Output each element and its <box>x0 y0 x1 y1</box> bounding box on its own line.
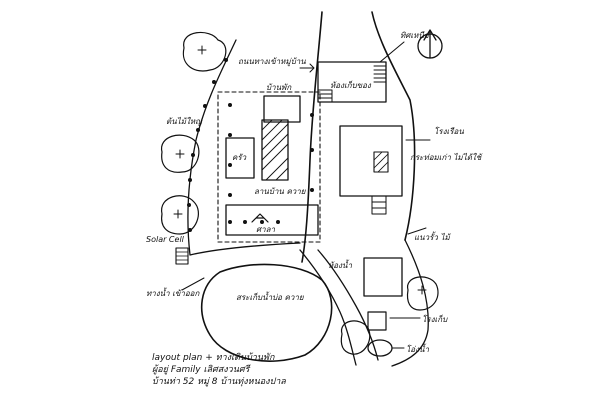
north-arrow-icon <box>417 29 443 59</box>
tree-mid-left-icon <box>161 134 200 173</box>
label-sala: ศาลา <box>256 225 275 234</box>
caption-line-3: บ้านท่า 52 หมู่ 8 บ้านทุ่งหนองปาล <box>152 376 286 387</box>
right-hatched-fill <box>373 151 389 173</box>
water-tank-icon <box>367 339 393 357</box>
tree-top-left-icon <box>182 31 227 72</box>
leader-pond <box>181 277 205 291</box>
property-boundary <box>217 91 321 243</box>
sala-building <box>225 204 319 236</box>
right-main-building <box>339 125 403 197</box>
fence-posts <box>187 58 314 232</box>
label-north: ทิศเหนือ <box>400 31 430 40</box>
shed-building <box>363 257 403 297</box>
label-top-road: ถนนทางเข้าหมู่บ้าน <box>238 57 306 67</box>
kitchen-building <box>225 137 255 179</box>
solar-cell-panel <box>175 247 189 265</box>
label-water-tank: โอ่งน้ำ <box>406 343 429 354</box>
tree-right-icon <box>406 276 439 311</box>
label-bottom-right: โรงเก็บ <box>422 314 448 324</box>
label-pond: สระเก็บน้ำบ่อ ควาย <box>236 291 305 302</box>
right-building-stairs <box>371 195 387 215</box>
label-house: บ้านพัก <box>266 83 292 92</box>
caption-line-1: layout plan + ทางเดินบ้านพัก <box>152 352 275 363</box>
leader-storage <box>379 41 405 63</box>
sala-marker <box>251 213 269 223</box>
left-fence-line <box>187 39 301 256</box>
right-fence-line <box>391 239 429 367</box>
pond-outline <box>201 263 333 362</box>
label-solar: Solar Cell <box>146 235 185 244</box>
label-canal: ทางน้ำ เข้าออก <box>146 287 200 298</box>
label-kitchen: ครัว <box>232 153 247 162</box>
label-right-mid: กระท่อมเก่า ไม่ได้ใช้ <box>410 152 483 162</box>
caption-line-2: ผู้อยู่ Family เลิศสงวนศรี <box>152 364 251 375</box>
label-center-area: ลานบ้าน ควาย <box>254 187 307 196</box>
main-road-right-edge <box>371 11 416 241</box>
hatched-structure <box>261 119 289 181</box>
label-toilet: ห้องน้ำ <box>328 259 352 270</box>
walkway <box>299 249 357 366</box>
house-building <box>263 95 301 123</box>
label-left-tree: ต้นไม้ใหญ่ <box>166 116 203 126</box>
main-road-left-edge <box>301 11 323 263</box>
tree-bottom-right-icon <box>340 320 371 355</box>
leader-top-road <box>299 63 315 73</box>
walkway-right <box>317 249 379 361</box>
label-shed: โรงเรือน <box>434 126 464 136</box>
toilet-building <box>367 311 387 331</box>
tree-lower-left-icon <box>161 195 199 235</box>
storage-stairs <box>317 65 387 103</box>
leader-right-lower <box>407 227 427 235</box>
label-right-lower: แนวรั้ว ไม้ <box>414 231 452 242</box>
label-storage: ห้องเก็บของ <box>330 80 372 90</box>
